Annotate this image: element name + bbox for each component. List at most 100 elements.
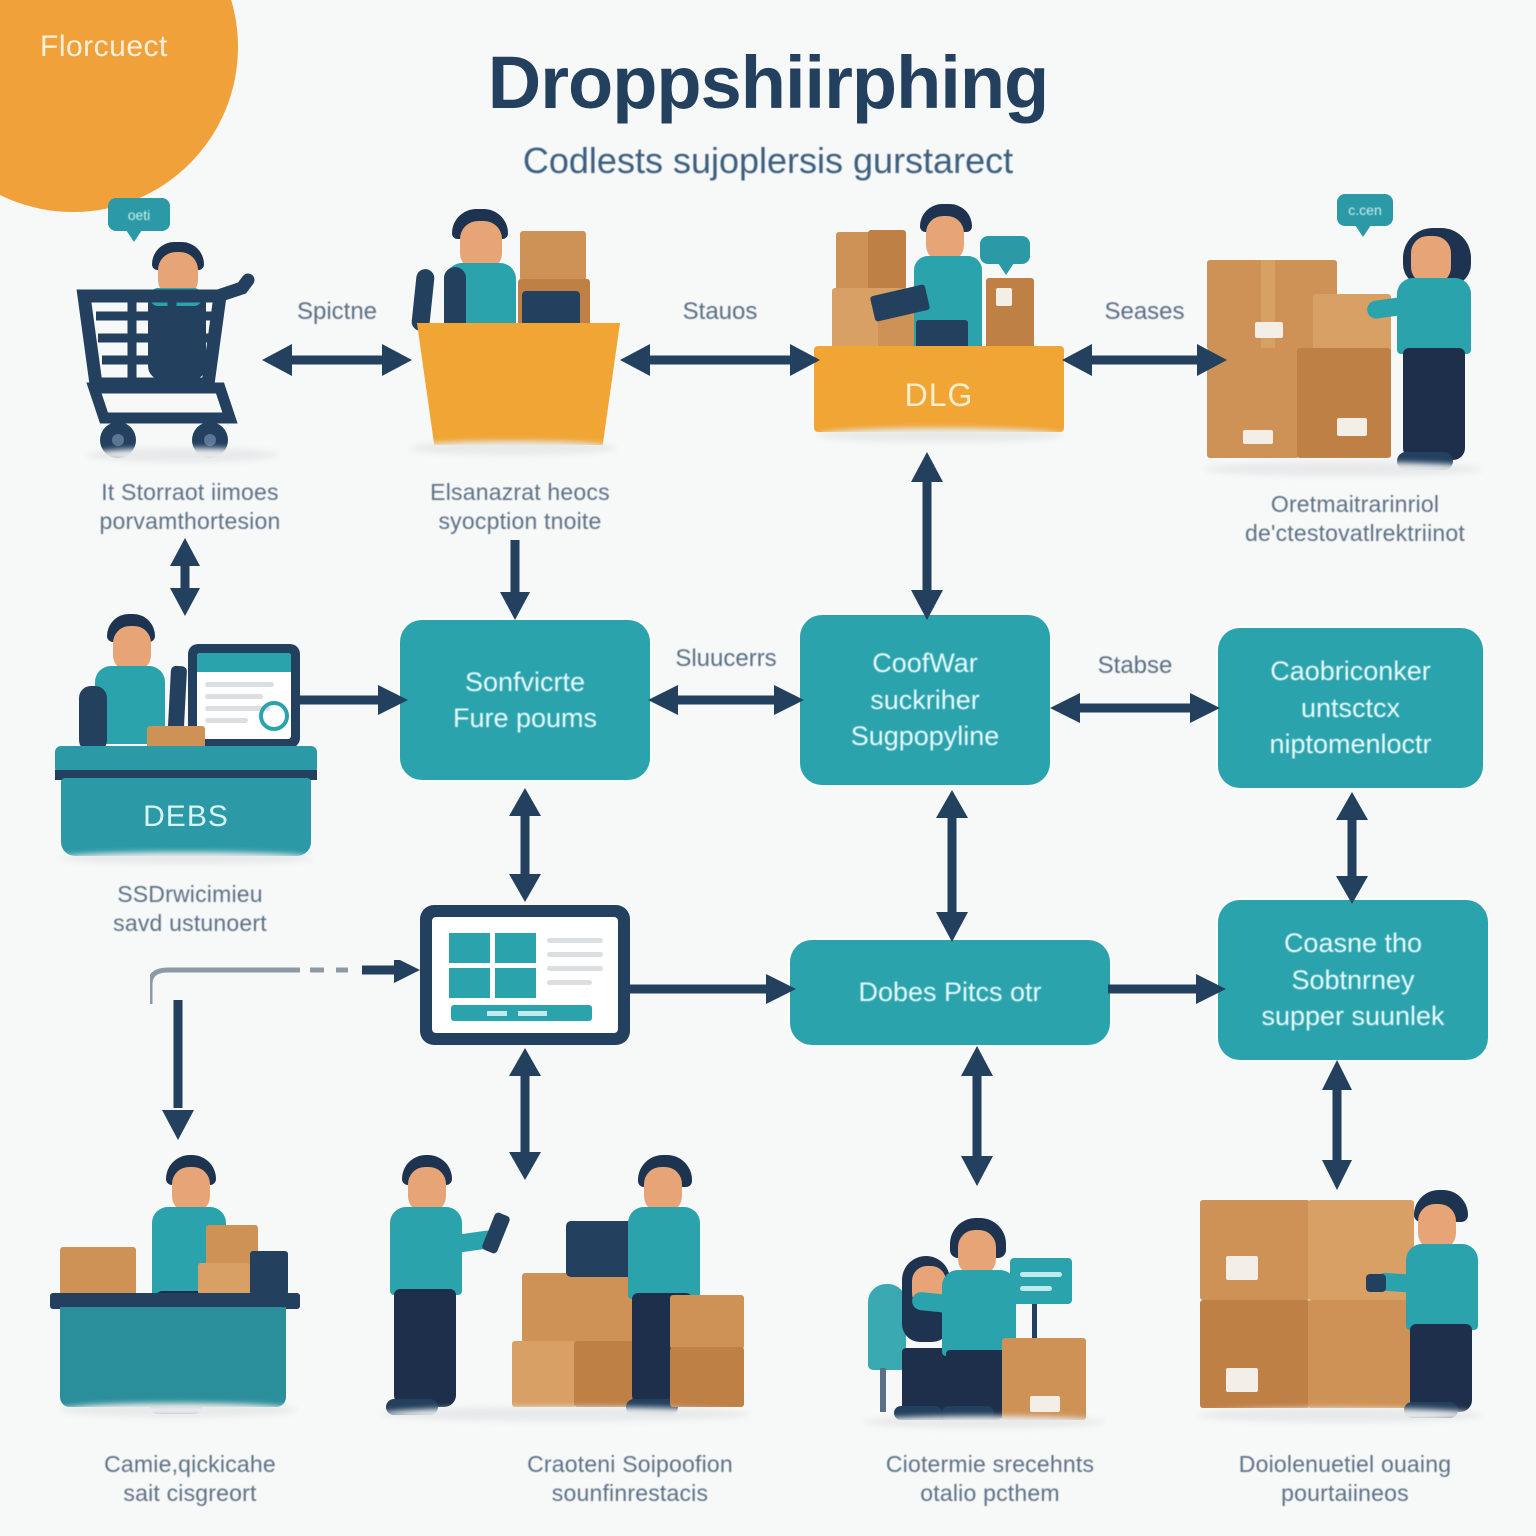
box-order-price[interactable]: Dobes Pitcs otr: [790, 940, 1110, 1045]
box-label-line-3: supper suunlek: [1261, 1001, 1445, 1032]
person-torso-icon: [1397, 278, 1471, 354]
desk-top-surface: [55, 746, 317, 774]
caption-support-agents: Ciotermie srecehnts otalio pcthem: [840, 1450, 1140, 1508]
edge-label-row1-3: Seases: [1104, 298, 1185, 325]
caption-line-1: Elsanazrat heocs: [430, 479, 610, 505]
page-subtitle: Codlests sujoplersis gurstarect: [522, 140, 1014, 181]
sign-text-line: [1020, 1272, 1062, 1277]
box-stack-icon: [1297, 348, 1391, 458]
chair-back-icon: [410, 268, 436, 332]
grid-tile-icon: [448, 933, 490, 964]
caption-line-2: sounfinrestacis: [551, 1479, 709, 1506]
box-label: Sonfvicrte Fure poums: [435, 664, 615, 737]
ground-shadow: [60, 1403, 296, 1417]
ground-shadow: [818, 428, 1062, 442]
node-warehouse-counter-dlg[interactable]: DLG: [800, 200, 1080, 450]
page-title: Droppshiirphing: [487, 41, 1050, 124]
edge-row1-2: [620, 344, 820, 376]
person-legs-icon: [1410, 1324, 1472, 1412]
node-packing-station[interactable]: [50, 1155, 360, 1425]
box-stack-icon: [512, 1341, 576, 1407]
node-shopping-cart-customer[interactable]: oeti: [70, 190, 300, 462]
caption-line-1: Doiolenuetiel ouaing: [1238, 1451, 1452, 1477]
box-stack-icon: [1200, 1200, 1310, 1300]
counter-surface: DLG: [814, 346, 1064, 432]
sign-stand-icon: [1032, 1304, 1037, 1342]
edge-summary-to-sealing: [1322, 1060, 1352, 1190]
edge-dashed-to-tablet: [150, 960, 420, 1004]
monitor-icon: [188, 644, 300, 748]
box-label-line-1: CoofWar: [872, 648, 978, 679]
node-support-agents[interactable]: [850, 1200, 1130, 1428]
caption-line-1: SSDrwicimieu: [117, 881, 263, 907]
box-label-line-2: Sobtnrney: [1291, 964, 1415, 995]
box-supplier-pipeline[interactable]: CoofWar suckriher Sugpopyline: [800, 615, 1050, 785]
edge-cart-to-desk: [170, 538, 200, 616]
ground-shadow: [88, 448, 278, 462]
person-head-icon: [408, 1167, 446, 1213]
node-seated-buyer-laptop[interactable]: [400, 195, 630, 455]
edge-row1-3: [1062, 344, 1227, 376]
storefront-tablet[interactable]: [420, 905, 630, 1045]
box-stack-icon: [522, 1273, 632, 1353]
box-label-line-1: Coasne tho: [1283, 928, 1423, 959]
box-label-line-2: untsctcx: [1300, 692, 1401, 723]
box-stack-icon: [520, 231, 586, 281]
tape-gun-icon: [1366, 1274, 1386, 1292]
chair-icon: [79, 686, 107, 752]
grid-tile-icon: [495, 968, 537, 999]
shipping-label-icon: [1337, 418, 1367, 436]
node-sealing-boxes[interactable]: [1190, 1190, 1490, 1425]
table-top: [50, 1293, 300, 1309]
primary-button-icon[interactable]: [450, 1005, 592, 1022]
desk-label: DEBS: [143, 800, 229, 833]
brand-badge-label: Florcuect: [40, 30, 168, 63]
desk-front: DEBS: [61, 778, 311, 856]
box-label: Dobes Pitcs otr: [840, 974, 1059, 1010]
ground-shadow: [864, 1416, 1104, 1428]
box-stack-icon: [670, 1347, 744, 1407]
box-label-line-2: Fure poums: [452, 703, 598, 733]
edge-row2-2: [1050, 693, 1220, 723]
chair-icon: [868, 1284, 906, 1370]
caption-line-1: Camie,qickicahe: [104, 1451, 276, 1477]
box-stack-icon: [60, 1247, 136, 1295]
speech-bubble: [980, 236, 1030, 275]
box-stack-icon: [574, 1341, 634, 1407]
edge-row1-1: [262, 344, 412, 376]
text-line: [547, 979, 592, 985]
box-label-line-2: suckriher: [870, 684, 980, 715]
box-inventory-management[interactable]: Caobriconker untsctcx niptomenloctr: [1218, 628, 1483, 788]
node-order-desk[interactable]: DEBS: [55, 600, 375, 865]
box-service-points[interactable]: Sonfvicrte Fure poums: [400, 620, 650, 780]
box-label: Caobriconker untsctcx niptomenloctr: [1251, 653, 1449, 762]
edge-inventory-to-summary: [1336, 792, 1368, 904]
speech-bubble-text: c.cen: [1348, 202, 1382, 218]
ground-shadow: [61, 852, 311, 864]
caption-line-2: sait cisgreort: [123, 1479, 257, 1506]
person-arm-icon: [444, 267, 466, 333]
ground-shadow: [410, 441, 615, 455]
caption-packer-boxes: Oretmaitrarinriol de'ctestovatlrektriino…: [1190, 490, 1520, 548]
edge-pipeline-to-order-price: [936, 790, 968, 942]
person-head-icon: [926, 216, 964, 262]
speech-bubble: c.cen: [1337, 194, 1393, 237]
shipping-label-icon: [1243, 430, 1273, 444]
edge-label-row1-2: Stauos: [682, 298, 758, 325]
box-supplier-summary[interactable]: Coasne tho Sobtnrney supper suunlek: [1218, 900, 1488, 1060]
edge-label-row2-2: Stabse: [1097, 652, 1173, 679]
node-scanner-and-laptop[interactable]: [370, 1155, 770, 1425]
text-line: [547, 937, 604, 943]
caption-line-1: Ciotermie srecehnts: [885, 1451, 1095, 1477]
edge-order-price-to-summary: [1108, 974, 1226, 1004]
caption-line-1: It Storraot iimoes: [101, 479, 279, 505]
person-head-icon: [113, 626, 151, 672]
caption-line-2: pourtaiineos: [1281, 1479, 1409, 1506]
speech-bubble-text: oeti: [127, 206, 151, 223]
table-body: [60, 1307, 286, 1407]
text-line: [547, 951, 604, 957]
box-stack-icon: [670, 1295, 744, 1349]
person-legs-icon: [394, 1289, 456, 1407]
node-packer-boxes[interactable]: c.cen: [1185, 190, 1505, 480]
edge-tablet-to-order-price: [630, 974, 796, 1004]
